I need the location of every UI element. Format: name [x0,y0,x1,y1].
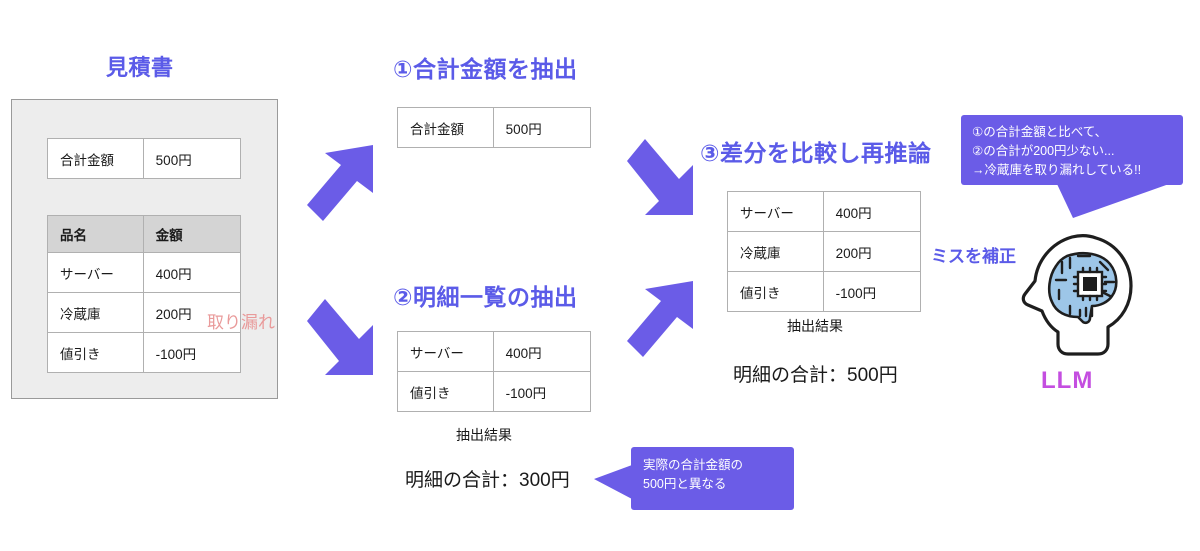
step2-heading: ②明細一覧の抽出 [393,284,578,310]
arrow-up-right-icon [627,281,693,357]
step1-total-label: 合計金額 [397,107,494,148]
step1-total-value: 500円 [492,107,592,148]
source-item-name-1: 冷蔵庫 [47,292,144,333]
table-row: 冷蔵庫 200円 [47,292,242,333]
step2-table: サーバー 400円 値引き -100円 [397,331,592,412]
step2-item-amount-0: 400円 [492,331,592,372]
step2-summary: 明細の合計：300円 [405,470,570,491]
fixed-item-annotation: ミスを補正 [931,247,1016,266]
source-item-amount-2: -100円 [142,332,242,373]
mismatch-bubble: 実際の合計金額の 500円と異なる [594,447,794,510]
bubble-tail-icon [1057,184,1169,218]
table-row: 合計金額 500円 [47,138,242,179]
step3-heading: ③差分を比較し再推論 [700,140,932,166]
step3-item-name-0: サーバー [727,191,824,232]
table-row: 冷蔵庫 200円 [727,231,922,272]
arrow-down-right-icon [307,299,373,375]
step2-item-amount-1: -100円 [492,371,592,412]
reasoning-bubble-line1: ①の合計金額と比べて、 [972,125,1108,139]
source-item-name-0: サーバー [47,252,144,293]
step1-table: 合計金額 500円 [397,107,592,148]
source-item-amount-1: 200円 [142,292,242,333]
step3-item-amount-1: 200円 [822,231,922,272]
table-row: サーバー 400円 [47,252,242,293]
reasoning-bubble-line2: ②の合計が200円少ない... [972,143,1115,158]
source-items-table: 品名 金額 サーバー 400円 冷蔵庫 200円 値引き -100円 [47,215,242,373]
source-document-heading: 見積書 [106,55,174,80]
table-row: 値引き -100円 [47,332,242,373]
brain-chip-icon [1021,234,1133,356]
source-total-label: 合計金額 [47,138,144,179]
step3-item-amount-2: -100円 [822,271,922,312]
step3-item-amount-0: 400円 [822,191,922,232]
source-item-amount-0: 400円 [142,252,242,293]
table-row: サーバー 400円 [727,191,922,232]
mismatch-bubble-line1: 実際の合計金額の [643,458,744,472]
source-item-name-2: 値引き [47,332,144,373]
source-items-header-amount: 金額 [142,215,242,253]
step2-item-name-1: 値引き [397,371,494,412]
missed-item-annotation: 取り漏れ [207,313,275,332]
step1-heading: ①合計金額を抽出 [393,56,578,82]
table-row: 合計金額 500円 [397,107,592,148]
table-row: 値引き -100円 [727,271,922,312]
step2-item-name-0: サーバー [397,331,494,372]
source-total-value: 500円 [142,138,242,179]
step2-caption: 抽出結果 [456,427,512,443]
table-row: 値引き -100円 [397,371,592,412]
reasoning-bubble: ①の合計金額と比べて、 ②の合計が200円少ない... →冷蔵庫を取り漏れしてい… [961,115,1183,218]
step3-summary: 明細の合計：500円 [733,365,898,386]
table-row: サーバー 400円 [397,331,592,372]
step3-caption: 抽出結果 [787,318,843,334]
mismatch-bubble-line2: 500円と異なる [643,476,727,491]
llm-label: LLM [1041,367,1094,394]
reasoning-bubble-line3: →冷蔵庫を取り漏れしている!! [972,162,1142,177]
step3-table: サーバー 400円 冷蔵庫 200円 値引き -100円 [727,191,922,312]
table-header-row: 品名 金額 [47,215,242,253]
step3-item-name-1: 冷蔵庫 [727,231,824,272]
arrow-down-right-icon [627,139,693,215]
step3-item-name-2: 値引き [727,271,824,312]
source-items-header-name: 品名 [47,215,144,253]
bubble-tail-icon [594,465,632,499]
arrow-up-right-icon [307,145,373,221]
source-total-table: 合計金額 500円 [47,138,242,179]
